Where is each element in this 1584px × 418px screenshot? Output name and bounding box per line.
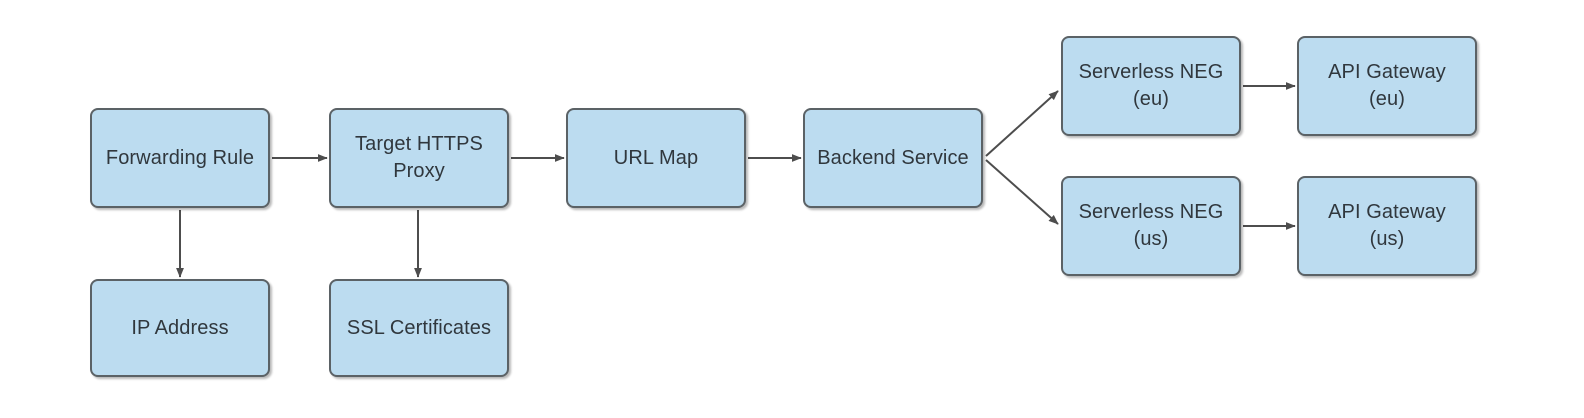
node-label: API Gateway (eu) <box>1328 61 1446 110</box>
node-label: Target HTTPS Proxy <box>355 133 483 182</box>
node-label: Serverless NEG (us) <box>1078 201 1224 250</box>
edge-backend-service-to-serverless-neg-eu <box>985 90 1059 157</box>
node-label: SSL Certificates <box>346 316 492 339</box>
node-label: URL Map <box>613 146 699 169</box>
node-label: Serverless NEG (eu) <box>1078 61 1224 110</box>
node-forwarding-rule[interactable]: Forwarding Rule <box>90 108 270 208</box>
node-api-gateway-us[interactable]: API Gateway (us) <box>1297 176 1477 276</box>
node-label: API Gateway (us) <box>1328 201 1446 250</box>
edge-lines <box>176 82 1296 278</box>
node-label: Backend Service <box>817 146 969 169</box>
node-ssl-certificates[interactable]: SSL Certificates <box>329 279 509 377</box>
node-target-https-proxy[interactable]: Target HTTPS Proxy <box>329 108 509 208</box>
node-label: Forwarding Rule <box>105 146 255 169</box>
edge-backend-service-to-serverless-neg-us <box>985 159 1059 225</box>
node-label: IP Address <box>131 316 229 339</box>
node-backend-service[interactable]: Backend Service <box>803 108 983 208</box>
node-serverless-neg-us[interactable]: Serverless NEG (us) <box>1061 176 1241 276</box>
node-url-map[interactable]: URL Map <box>566 108 746 208</box>
node-api-gateway-eu[interactable]: API Gateway (eu) <box>1297 36 1477 136</box>
node-serverless-neg-eu[interactable]: Serverless NEG (eu) <box>1061 36 1241 136</box>
node-ip-address[interactable]: IP Address <box>90 279 270 377</box>
